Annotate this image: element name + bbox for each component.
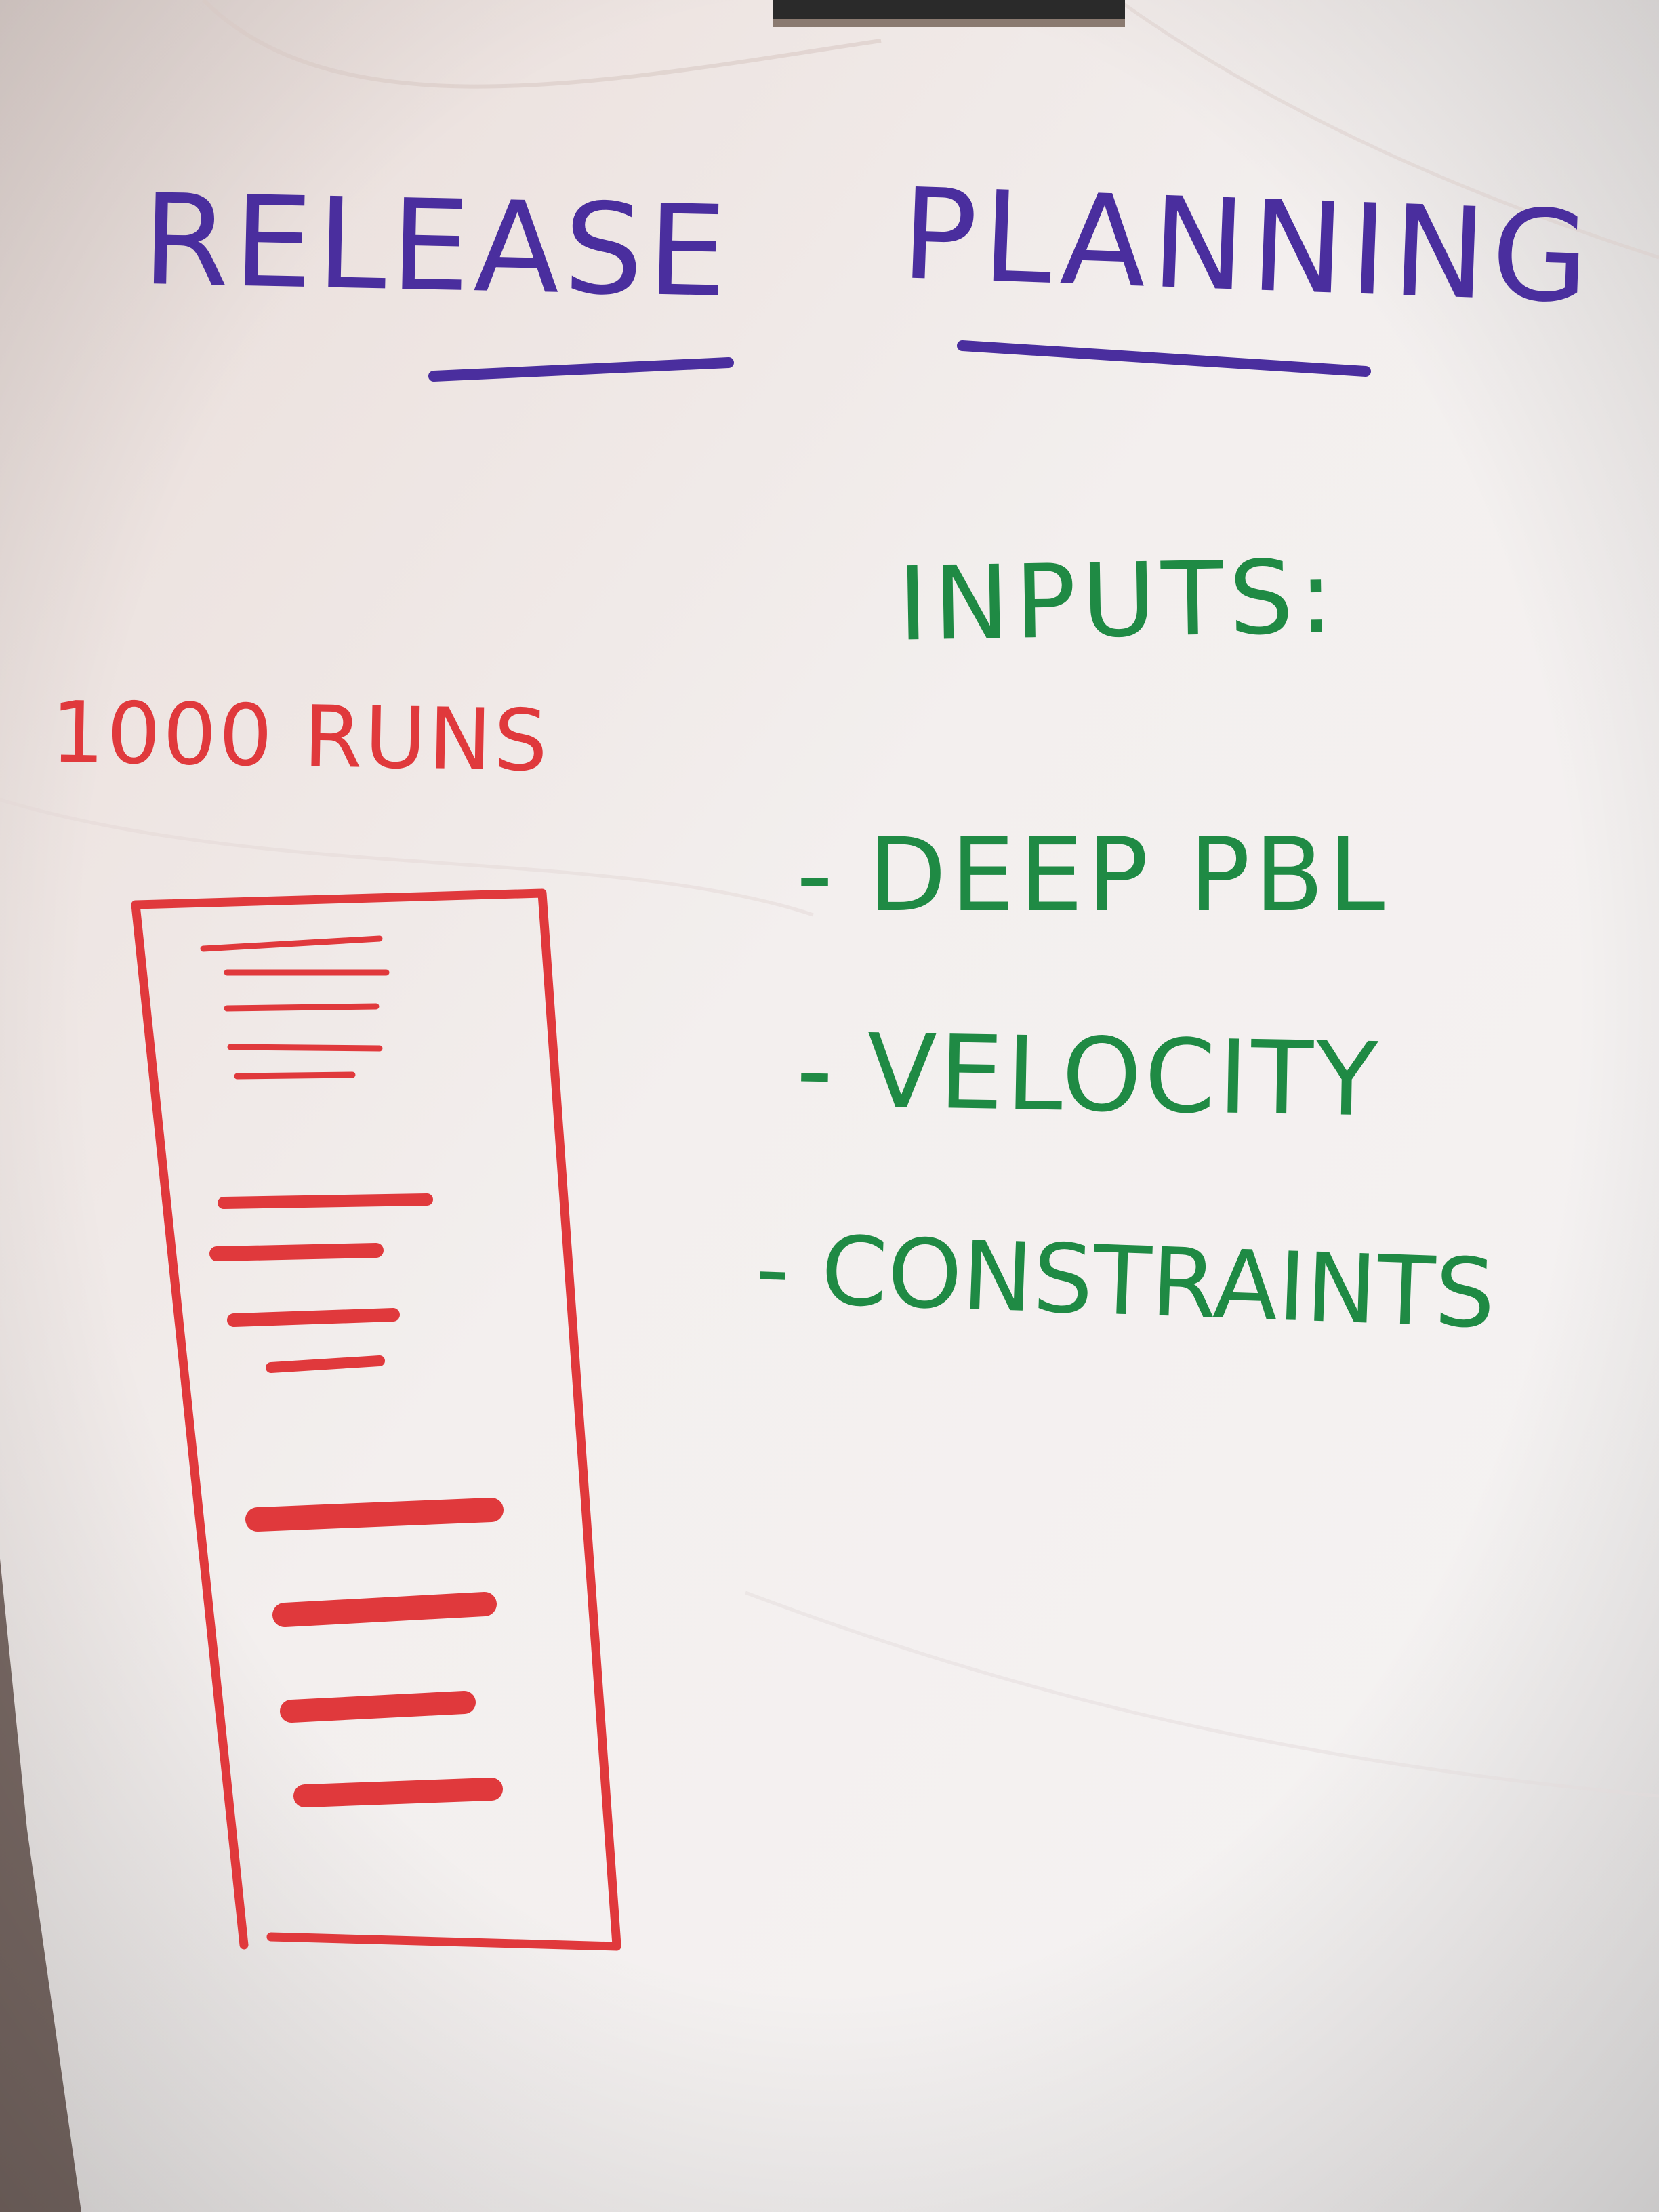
bullet-dash: -	[795, 1011, 837, 1130]
input-item-label: VELOCITY	[865, 1012, 1382, 1140]
title-underline	[957, 340, 1371, 377]
histogram-line	[266, 1355, 385, 1373]
histogram-line	[209, 1243, 384, 1261]
histogram-line	[234, 1071, 356, 1080]
histogram-line	[227, 1308, 400, 1327]
input-item-deep-pbl: -DEEP PBL	[796, 817, 1389, 935]
input-item-velocity: -VELOCITY	[796, 1011, 1382, 1139]
histogram-line	[293, 1778, 503, 1807]
paper-crease	[745, 1591, 1659, 1798]
histogram-line	[280, 1691, 476, 1723]
bullet-dash: -	[754, 1214, 792, 1326]
title-release: RELEASE	[140, 166, 733, 326]
runs-label: 1000 RUNS	[49, 683, 551, 791]
histogram-line	[218, 1193, 433, 1209]
inputs-heading: INPUTS:	[897, 538, 1340, 664]
bullet-dash: -	[796, 817, 838, 935]
histogram-line	[227, 1044, 383, 1052]
binder-clip-edge	[773, 19, 1125, 27]
histogram-line	[224, 1003, 380, 1012]
histogram-box	[131, 888, 621, 1951]
histogram-line	[245, 1498, 504, 1532]
paper-crease	[1117, 0, 1659, 260]
input-item-label: DEEP PBL	[868, 817, 1389, 935]
paper-crease	[201, 0, 882, 89]
histogram-line	[200, 935, 383, 952]
histogram-strokes	[200, 935, 504, 1807]
title-planning: PLANNING	[899, 161, 1597, 331]
input-item-label: CONSTRAINTS	[819, 1216, 1497, 1350]
title-underline	[428, 357, 734, 382]
paper-crease	[0, 798, 814, 917]
histogram-line	[272, 1592, 497, 1627]
